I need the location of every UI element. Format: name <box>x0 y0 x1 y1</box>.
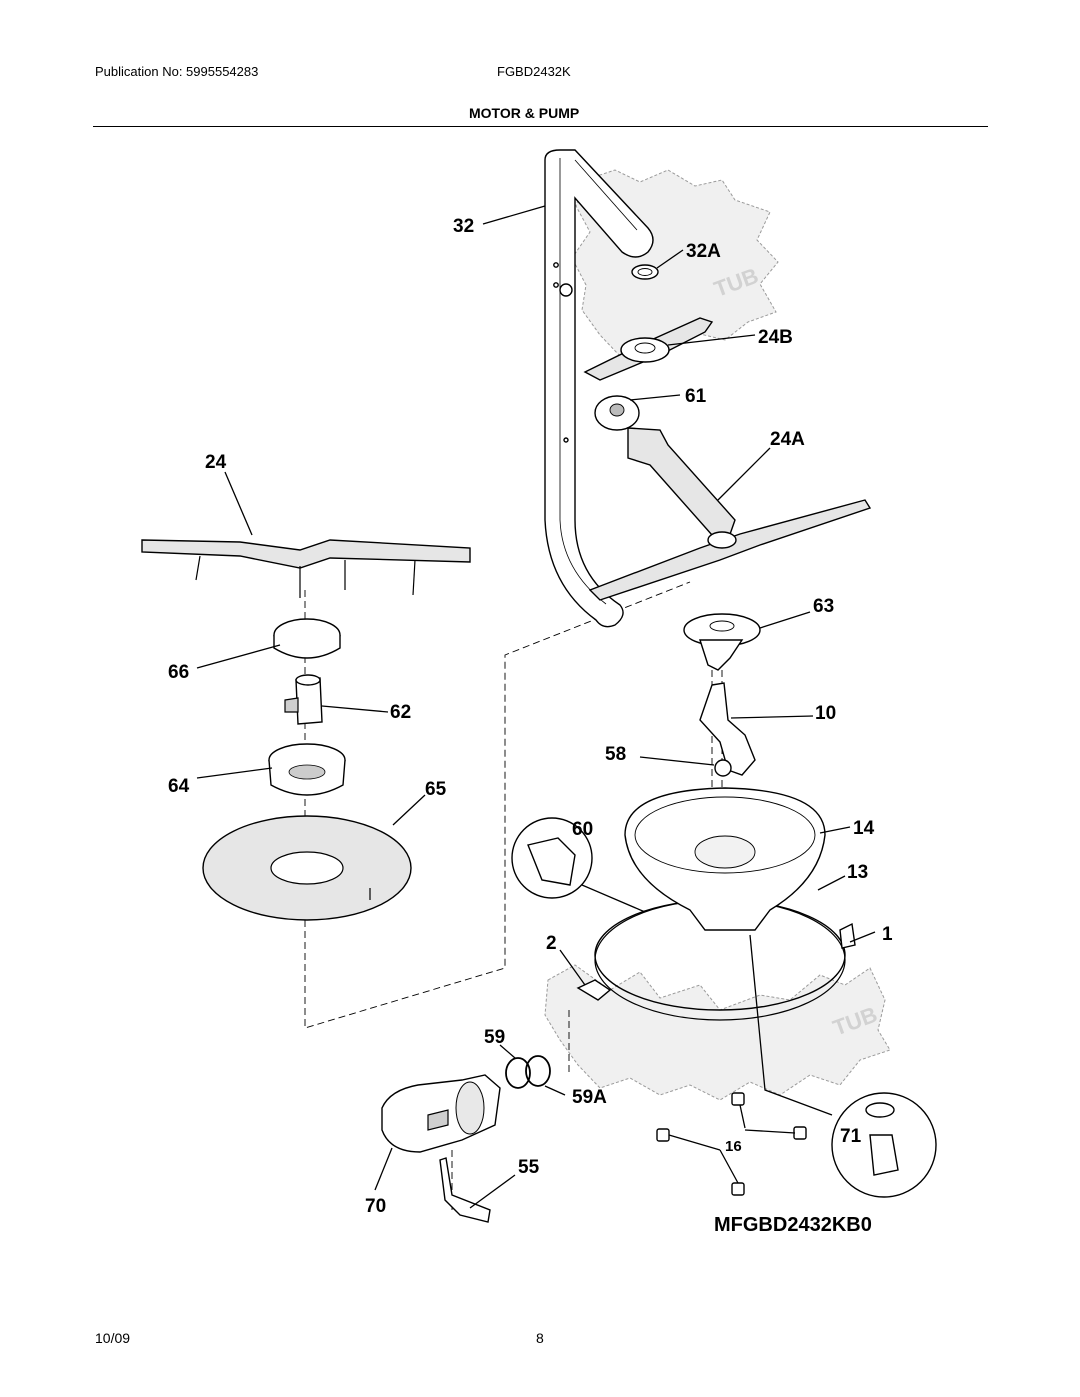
callout-62: 62 <box>390 702 411 723</box>
part-1-clip <box>839 922 856 949</box>
tub-section-lower <box>544 964 891 1101</box>
header-rule <box>93 126 988 127</box>
leader-62 <box>321 705 389 713</box>
callout-64: 64 <box>168 776 190 797</box>
part-10-drain-housing <box>699 682 756 776</box>
part-60-diverter <box>527 837 576 886</box>
callout-2: 2 <box>546 933 557 954</box>
part-16-grommet-a <box>731 1092 745 1106</box>
part-16-grommet-b <box>656 1128 670 1142</box>
leader-14 <box>819 826 851 834</box>
callout-13: 13 <box>847 862 868 883</box>
leader-66 <box>196 644 281 669</box>
leader-16-c <box>668 1134 721 1151</box>
footer-page-number: 8 <box>536 1330 544 1346</box>
part-71-valve <box>869 1134 899 1176</box>
callout-66: 66 <box>168 662 189 683</box>
callout-1: 1 <box>882 924 893 945</box>
footer-date: 10/09 <box>95 1330 131 1346</box>
leader-16-b <box>744 1129 796 1134</box>
leader-63 <box>759 611 811 629</box>
leader-70 <box>374 1147 393 1191</box>
leader-24A <box>717 447 771 501</box>
part-16-grommet-c <box>793 1126 807 1140</box>
part-2-bracket <box>576 979 612 1001</box>
callout-32: 32 <box>453 216 474 237</box>
publication-number: Publication No: 5995554283 <box>95 64 259 79</box>
leader-71 <box>749 934 833 1116</box>
part-24-middle-spray-arm <box>141 539 471 569</box>
leader-32 <box>482 205 546 225</box>
leader-65 <box>392 794 426 826</box>
leader-64 <box>196 767 273 779</box>
leader-16-d <box>719 1149 739 1184</box>
callout-60: 60 <box>572 819 593 840</box>
callout-58: 58 <box>605 744 626 765</box>
leader-2 <box>559 949 586 986</box>
part-24A-conduit <box>627 427 736 541</box>
callout-14: 14 <box>853 818 875 839</box>
callout-65: 65 <box>425 779 447 800</box>
callout-10: 10 <box>815 703 836 724</box>
callout-63: 63 <box>813 596 834 617</box>
part-32-supply-tube <box>544 149 654 628</box>
callout-71: 71 <box>840 1126 862 1147</box>
leader-61 <box>629 394 681 401</box>
part-58-ball <box>714 759 732 777</box>
leader-58 <box>639 756 715 766</box>
section-title: MOTOR & PUMP <box>469 105 580 121</box>
leader-55 <box>469 1174 516 1209</box>
alignment-line-left <box>304 581 691 1029</box>
leader-32A <box>656 249 684 269</box>
callout-16: 16 <box>725 1138 742 1155</box>
leader-1 <box>849 931 876 943</box>
callout-24B: 24B <box>758 327 793 348</box>
callout-61: 61 <box>685 386 707 407</box>
callout-55: 55 <box>518 1157 540 1178</box>
leader-59 <box>499 1044 516 1059</box>
part-55-motor-bracket <box>439 1157 491 1223</box>
part-71-seal <box>865 1102 895 1118</box>
callout-59A: 59A <box>572 1087 607 1108</box>
leader-60 <box>581 884 646 913</box>
leader-24 <box>224 471 253 536</box>
model-number: FGBD2432K <box>497 64 571 79</box>
callout-24A: 24A <box>770 429 805 450</box>
leader-59A <box>544 1085 566 1096</box>
leader-10 <box>730 715 814 719</box>
leader-13 <box>817 875 846 891</box>
leader-16-a <box>739 1104 746 1129</box>
part-59-o-ring <box>505 1057 531 1089</box>
callout-59: 59 <box>484 1027 505 1048</box>
part-59A-o-ring <box>525 1055 551 1087</box>
drawing-code: MFGBD2432KB0 <box>714 1214 872 1236</box>
leader-24B <box>667 334 756 346</box>
callout-70: 70 <box>365 1196 386 1217</box>
callout-32A: 32A <box>686 241 721 262</box>
callout-24: 24 <box>205 452 227 473</box>
part-16-grommet-d <box>731 1182 745 1196</box>
